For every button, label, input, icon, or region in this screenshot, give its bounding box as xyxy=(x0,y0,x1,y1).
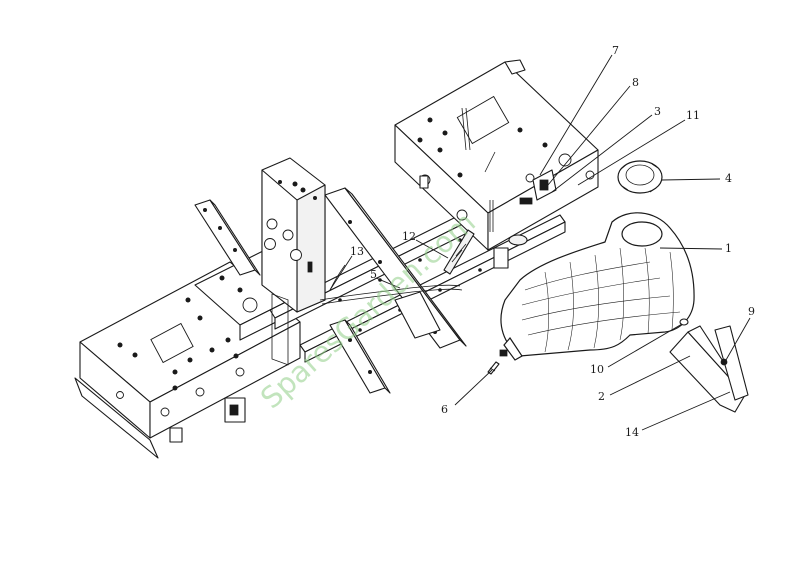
callout-1: 1 xyxy=(725,242,732,255)
seat-tower xyxy=(261,157,326,366)
callout-3: 3 xyxy=(654,105,661,118)
callout-12: 12 xyxy=(402,230,416,243)
fuel-tank xyxy=(499,212,695,361)
tank-bracket xyxy=(669,325,749,413)
callout-2: 2 xyxy=(598,390,605,403)
throttle-lever xyxy=(443,229,475,275)
front-engine-box xyxy=(394,59,599,269)
callout-8: 8 xyxy=(632,76,639,89)
callout-11: 11 xyxy=(686,109,700,122)
chassis-frame xyxy=(74,59,599,459)
callout-14: 14 xyxy=(625,426,639,439)
callout-4: 4 xyxy=(725,172,732,185)
rear-cross-member xyxy=(194,199,261,276)
callout-13: 13 xyxy=(350,245,364,258)
callout-5: 5 xyxy=(370,268,377,281)
fuel-cap xyxy=(617,160,663,194)
front-cross-member xyxy=(329,291,441,394)
callout-labels: 7 8 3 11 4 1 12 13 5 9 10 2 6 14 xyxy=(350,44,755,439)
callout-6: 6 xyxy=(441,403,448,416)
leader-lines xyxy=(329,54,751,431)
callout-9: 9 xyxy=(748,305,755,318)
callout-7: 7 xyxy=(612,44,619,57)
callout-10: 10 xyxy=(590,363,604,376)
